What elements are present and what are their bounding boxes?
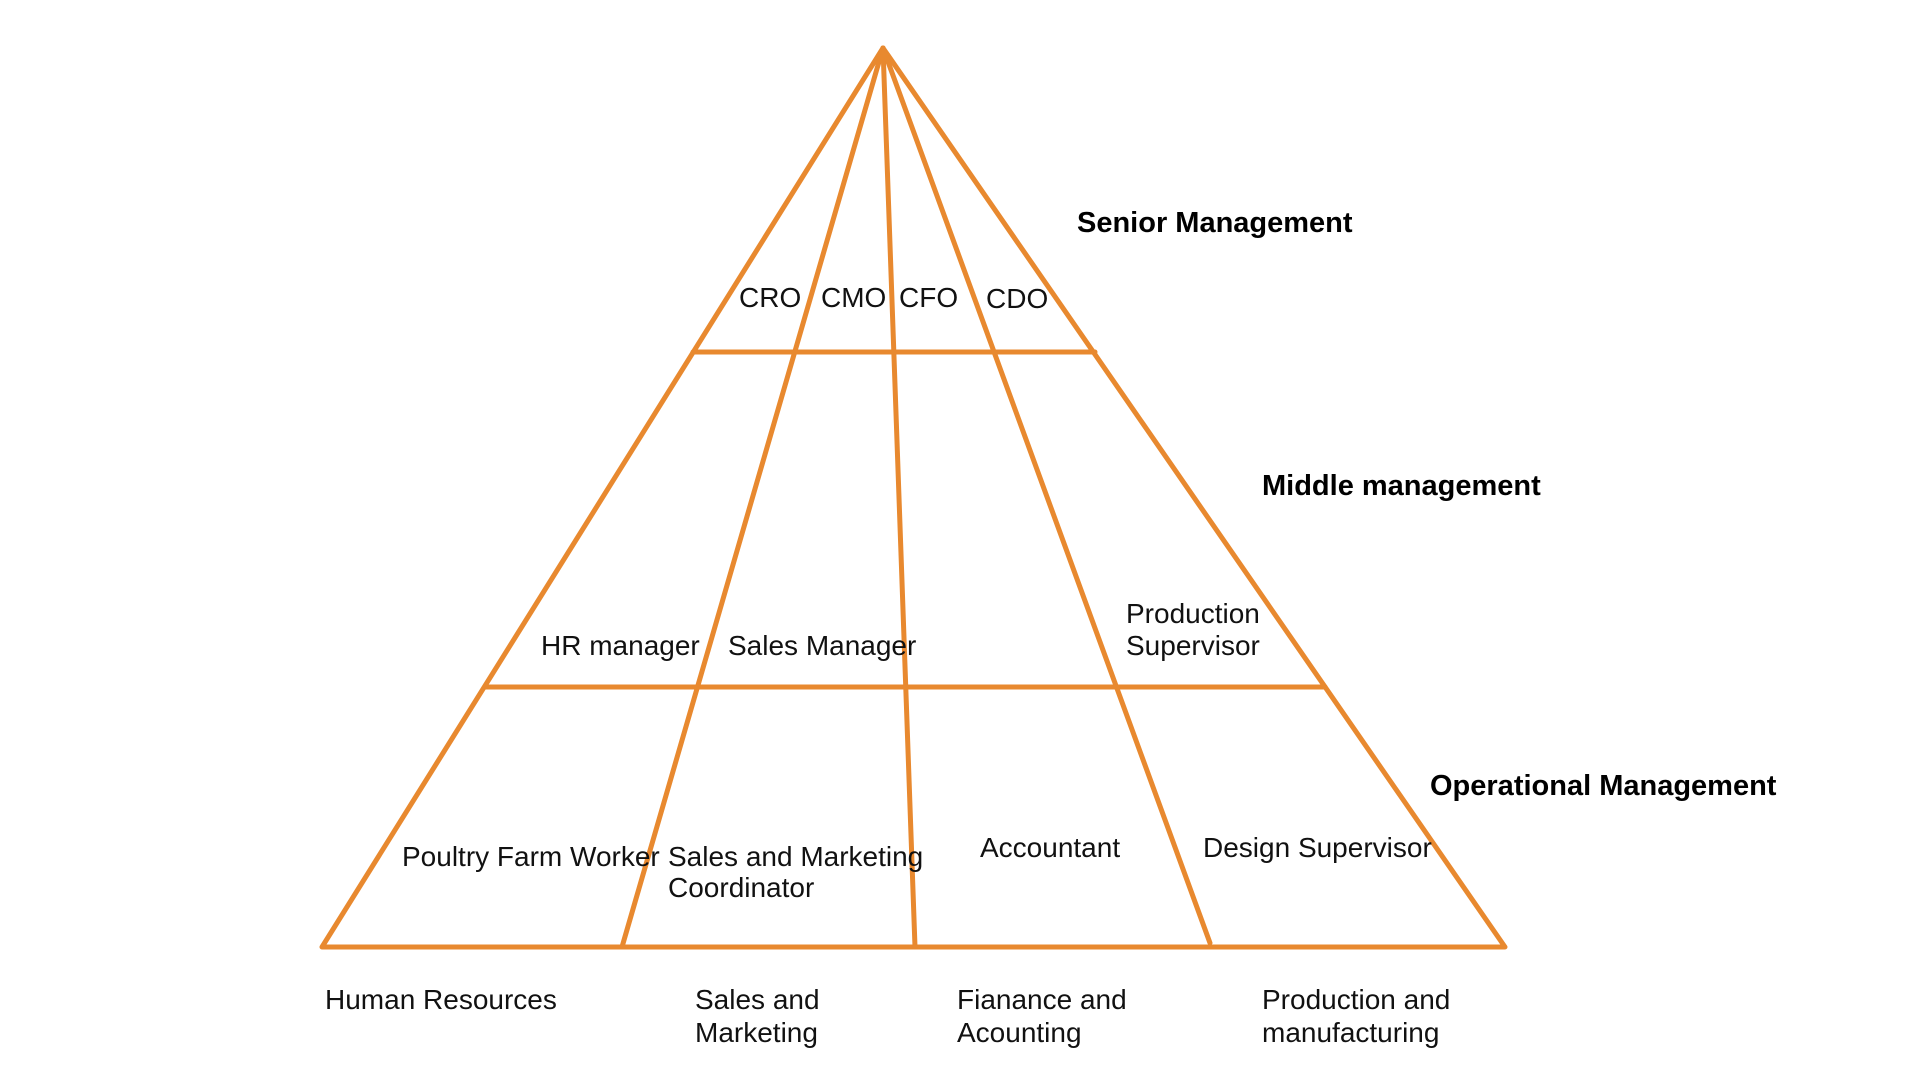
role-cro: CRO (739, 282, 801, 313)
department-labels: Human Resources Sales and Marketing Fian… (325, 984, 1458, 1048)
role-design-supervisor: Design Supervisor (1203, 832, 1432, 863)
level-labels: Senior Management Middle management Oper… (1077, 207, 1777, 802)
role-cmo: CMO (821, 282, 886, 313)
level-senior-management: Senior Management (1077, 207, 1353, 239)
role-accountant: Accountant (980, 832, 1120, 863)
level-operational-management: Operational Management (1430, 770, 1777, 802)
dept-sales-marketing: Sales and Marketing (695, 984, 827, 1048)
operational-roles: Poultry Farm Worker Sales and Marketing … (402, 832, 1432, 903)
role-cfo: CFO (899, 282, 958, 313)
role-sales-manager: Sales Manager (728, 630, 916, 661)
middle-roles: HR manager Sales Manager Production Supe… (541, 598, 1268, 661)
senior-roles: CRO CMO CFO CDO (739, 282, 1048, 314)
dept-finance-accounting: Fianance and Acounting (957, 984, 1134, 1048)
column-line-3 (880, 45, 1213, 946)
dept-production-manufacturing: Production and manufacturing (1262, 984, 1458, 1048)
pyramid-lines (319, 45, 1508, 950)
dept-human-resources: Human Resources (325, 984, 557, 1015)
role-sales-marketing-coordinator: Sales and Marketing Coordinator (668, 841, 931, 903)
column-line-2 (880, 45, 918, 950)
role-poultry-farm-worker: Poultry Farm Worker (402, 841, 660, 872)
role-cdo: CDO (986, 283, 1048, 314)
role-hr-manager: HR manager (541, 630, 700, 661)
role-production-supervisor: Production Supervisor (1126, 598, 1268, 661)
column-line-1 (619, 45, 886, 950)
level-middle-management: Middle management (1262, 470, 1541, 502)
